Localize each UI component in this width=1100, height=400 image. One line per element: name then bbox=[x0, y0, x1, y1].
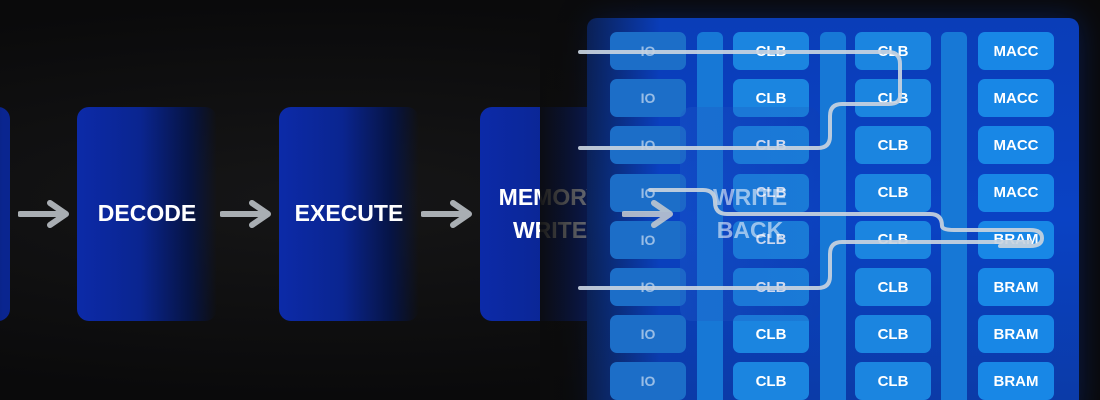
memory-block: BRAM bbox=[978, 220, 1054, 259]
clb-block: CLB bbox=[855, 79, 931, 118]
io-block: IO bbox=[610, 79, 686, 118]
memory-block: BRAM bbox=[978, 362, 1054, 400]
pipeline-stage-execute: EXECUTE bbox=[279, 107, 419, 321]
memory-block: MACC bbox=[978, 79, 1054, 118]
clb-block: CLB bbox=[855, 315, 931, 354]
clb-block: CLB bbox=[733, 32, 809, 70]
io-block: IO bbox=[610, 268, 686, 306]
right-arrow-icon bbox=[622, 200, 673, 228]
stage-label: EXECUTE bbox=[294, 200, 404, 227]
stage-label: WRITE BACK bbox=[712, 183, 788, 243]
clb-block: CLB bbox=[855, 173, 931, 212]
clb-block: CLB bbox=[733, 362, 809, 400]
right-arrow-icon bbox=[220, 200, 271, 228]
stage-label: DECODE bbox=[97, 200, 197, 227]
routing-channel bbox=[820, 32, 846, 400]
clb-block: CLB bbox=[733, 315, 809, 354]
io-block: IO bbox=[610, 126, 686, 165]
pipeline-stage-write-back: WRITE BACK bbox=[680, 107, 820, 321]
clb-block: CLB bbox=[855, 220, 931, 259]
right-arrow-icon bbox=[18, 200, 69, 228]
memory-block: MACC bbox=[978, 173, 1054, 212]
clb-block: CLB bbox=[855, 362, 931, 400]
io-block: IO bbox=[610, 362, 686, 400]
right-arrow-icon bbox=[421, 200, 472, 228]
pipeline-stage-previous bbox=[0, 107, 10, 321]
clb-block: CLB bbox=[855, 126, 931, 165]
clb-block: CLB bbox=[855, 268, 931, 306]
routing-channel bbox=[941, 32, 967, 400]
pipeline-stage-decode: DECODE bbox=[77, 107, 217, 321]
memory-block: MACC bbox=[978, 32, 1054, 70]
memory-block: MACC bbox=[978, 126, 1054, 165]
memory-block: BRAM bbox=[978, 268, 1054, 306]
io-block: IO bbox=[610, 315, 686, 354]
io-block: IO bbox=[610, 32, 686, 70]
memory-block: BRAM bbox=[978, 315, 1054, 354]
clb-block: CLB bbox=[855, 32, 931, 70]
